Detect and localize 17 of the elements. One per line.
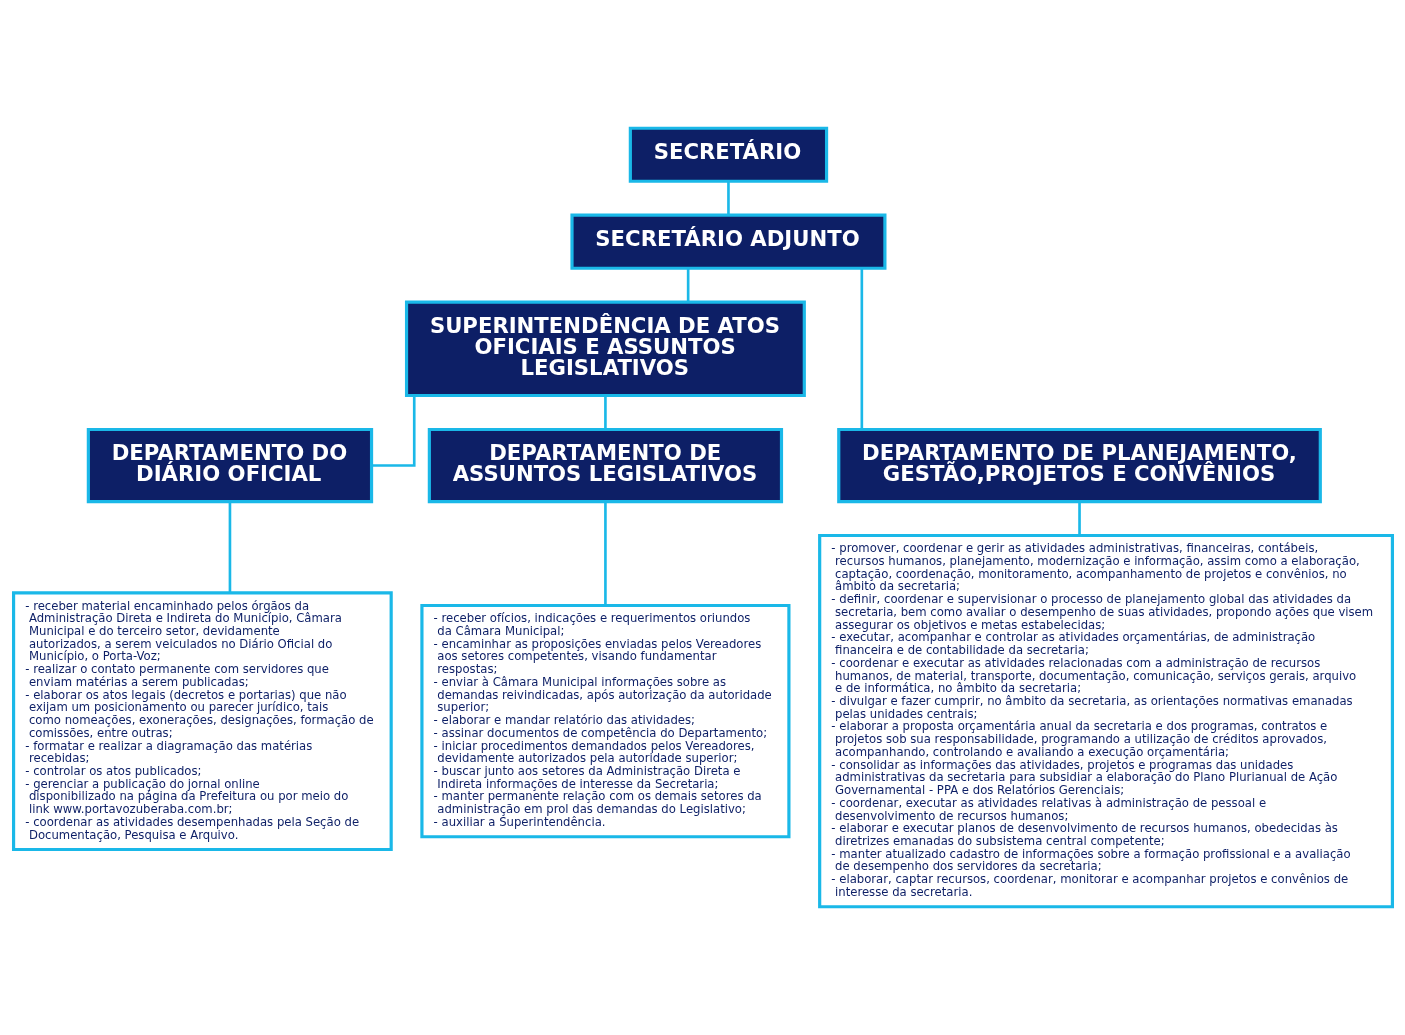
connector <box>726 181 730 215</box>
node-box: SECRETÁRIO <box>628 126 828 183</box>
node-box: SUPERINTENDÊNCIA DE ATOS OFICIAIS E ASSUNTOS LEGISLATIVOS <box>404 300 806 398</box>
node-box: DEPARTAMENTO DO DIÁRIO OFICIAL <box>86 427 373 504</box>
node-box: - receber ofícios, indicações e requerimentos oriundos da Câmara Municipal; - encaminhar as proposições enviadas pelos Vereadores aos setores competentes, visando fundamentar respostas; - enviar à Câmara Municipal informações sobre as demandas reivindicadas, após autorização da autoridade superior; - elaborar e mandar relatório das atividades; - assinar documentos de competência do Departamento; - iniciar procedimentos demandados pelos Vereadores, devidamente autorizados pela autoridade superior; - buscar junto aos setores da Administração Direta e Indireta informações de interesse da Secretaria; - manter permanente relação com os demais setores da administração em prol das demandas do Legislativo; - auxiliar a Superintendência. <box>419 603 790 839</box>
connector <box>1077 501 1081 536</box>
connector <box>228 501 231 593</box>
node-box: - promover, coordenar e gerir as atividades administrativas, financeiras, contábeis, recursos humanos, planejamento, modernização e informação, assim como a elaboração, captação, coordenação, monitoramento, acompanhamento de projetos e convênios, no âmbito da secretaria; - definir, coordenar e supervisionar o processo de planejamento global das atividades da secretaria, bem como avaliar o desempenho de suas atividades, propondo ações que visem assegurar os objetivos e metas estabelecidas; - executar, acompanhar e controlar as atividades orçamentárias, de administração financeira e de contabilidade da secretaria; - coordenar e executar as atividades relacionadas com a administração de recursos humanos, de material, transporte, documentação, comunicação, serviços gerais, arquivo e de informática, no âmbito da secretaria; - divulgar e fazer cumprir, no âmbito da secretaria, as orientações normativas emanadas pelas unidades centrais; - elaborar a proposta orçamentária anual da secretaria e dos programas, contratos e projetos sob sua responsabilidade, programando a utilização de créditos aprovados, acompanhando, controlando e avaliando a execução orçamentária; - consolidar as informações das atividades, projetos e programas das unidades administrativas da secretaria para subsidiar a elaboração do Plano Plurianual de Ação Governamental - PPA e dos Relatórios Gerenciais; - coordenar, executar as atividades relativas à administração de pessoal e desenvolvimento de recursos humanos; - elaborar e executar planos de desenvolvimento de recursos humanos, obedecidas às diretrizes emanadas do subsistema central competente; - manter atualizado cadastro de informações sobre a formação profissional e a avaliação de desempenho dos servidores da secretaria; - elaborar, captar recursos, coordenar, monitorar e acompanhar projetos e convênios de interesse da secretaria. <box>817 533 1394 909</box>
node-box: SECRETÁRIO ADJUNTO <box>569 213 886 270</box>
connector <box>603 395 607 430</box>
connector <box>603 501 607 606</box>
connector <box>686 268 689 303</box>
connector <box>860 268 863 430</box>
connector <box>371 395 416 467</box>
node-box: DEPARTAMENTO DE ASSUNTOS LEGISLATIVOS <box>427 427 783 504</box>
node-box: DEPARTAMENTO DE PLANEJAMENTO, GESTÃO,PROJETOS E CONVÊNIOS <box>836 427 1322 504</box>
node-box: - receber material encaminhado pelos órgãos da Administração Direta e Indireta do Município, Câmara Municipal e do terceiro setor, devidamente autorizados, a serem veiculados no Diário Oficial do Município, o Porta-Voz; - realizar o contato permanente com servidores que enviam matérias a serem publicadas; - elaborar os atos legais (decretos e portarias) que não exijam um posicionamento ou parecer jurídico, tais como nomeações, exonerações, designações, formação de comissões, entre outras; - formatar e realizar a diagramação das matérias recebidas; - controlar os atos publicados; - gerenciar a publicação do jornal online disponibilizado na página da Prefeitura ou por meio do link www.portavozuberaba.com.br; - coordenar as atividades desempenhadas pela Seção de Documentação, Pesquisa e Arquivo. <box>11 591 393 852</box>
